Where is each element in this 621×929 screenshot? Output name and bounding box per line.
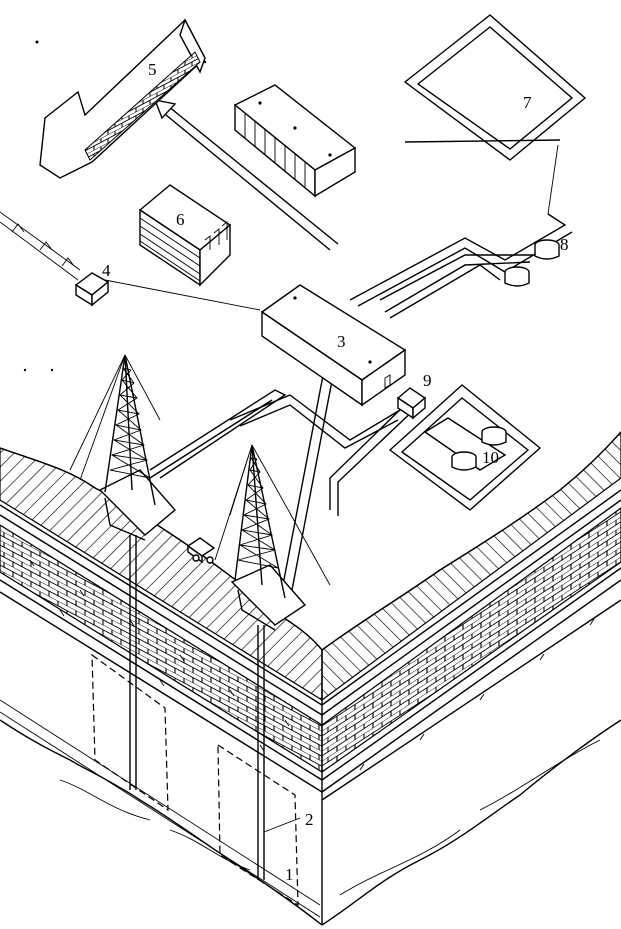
- box-4: [74, 272, 110, 307]
- derrick-left: [69, 354, 176, 790]
- tank-icon: [451, 451, 477, 471]
- tank-icon: [481, 426, 507, 446]
- building-5: [39, 18, 206, 179]
- label-7: 7: [523, 93, 532, 112]
- labels: 1 2 3 4 5 6 7 8 9 10: [102, 60, 569, 884]
- tank-icon: [534, 239, 560, 260]
- ground-block-right-face: [321, 431, 621, 926]
- label-4: 4: [102, 261, 111, 280]
- truck-icon: [186, 537, 216, 564]
- label-3: 3: [337, 332, 346, 351]
- striped-building: [233, 84, 357, 198]
- pipelines: [0, 99, 573, 591]
- station-3: [260, 284, 407, 407]
- building-6: [138, 184, 232, 287]
- label-8: 8: [560, 235, 569, 254]
- label-1: 1: [285, 865, 294, 884]
- label-6: 6: [176, 210, 185, 229]
- derrick-right: [214, 444, 331, 880]
- tank-pad-10: [388, 384, 542, 511]
- ground-block-left-face: [0, 447, 323, 926]
- label-2: 2: [305, 810, 314, 829]
- reservoir-zones: [91, 653, 301, 907]
- square-7: [403, 14, 587, 161]
- label-9: 9: [423, 371, 432, 390]
- tanks-8: [504, 239, 560, 287]
- label-5: 5: [148, 60, 157, 79]
- tank-icon: [504, 266, 530, 287]
- box-9: [396, 387, 427, 420]
- label-10: 10: [482, 448, 499, 467]
